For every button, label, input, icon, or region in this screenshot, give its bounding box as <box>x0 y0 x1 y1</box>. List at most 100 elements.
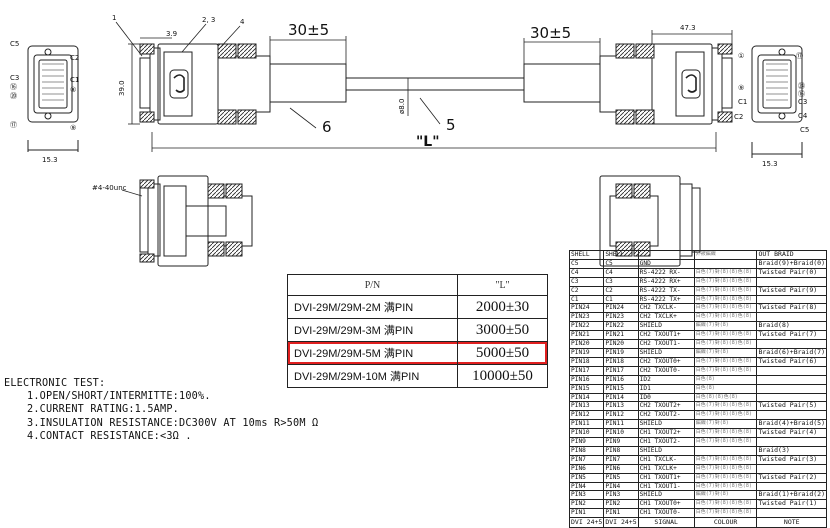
pin-table-cell: PIN1 <box>603 508 639 519</box>
pin-table-cell: CH1 TXOUT2+ <box>637 428 695 439</box>
left-p17-label: ⑰ <box>10 121 17 129</box>
pin-table-cell: PIN12 <box>568 410 605 421</box>
pin-table-cell <box>756 481 827 492</box>
pin-table-cell: Braid(6)+Braid(7) <box>756 347 827 358</box>
pin-table-cell: ID1 <box>637 383 695 394</box>
dim-30-right: 30±5 <box>530 24 571 42</box>
pin-table-cell: Twisted Pair(0) <box>756 267 827 278</box>
pin-table-cell: PIN13 <box>568 401 605 412</box>
pin-table-cell: 編織(7)對(8) <box>693 419 758 430</box>
pin-table-cell: PIN24 <box>603 303 639 314</box>
right-p24-label: ㉔ <box>798 82 805 90</box>
pin-table-cell: 白色(7)對(8)(8)色(8) <box>693 472 758 483</box>
pin-table-cell: PIN11 <box>603 419 639 430</box>
length-cell: 2000±30 <box>457 295 548 319</box>
pn-row: DVI-29M/29M-10M 满PIN 10000±50 <box>287 364 548 388</box>
callout-6: 6 <box>322 118 332 136</box>
pin-table-cell: 白色(7)對(8)(8)色(8) <box>693 267 758 278</box>
pin-table-cell <box>756 437 827 447</box>
pin-table-cell: PIN24 <box>568 303 605 314</box>
pin-table-cell: SHIELD <box>637 347 695 358</box>
pin-table-cell <box>756 339 827 349</box>
right-p16-label: ⑯ <box>798 90 805 98</box>
pin-table-cell <box>756 463 827 474</box>
pin-table-cell: PIN6 <box>568 463 605 474</box>
pin-table-cell: PIN8 <box>568 445 605 456</box>
pn-cell: DVI-29M/29M-10M 满PIN <box>287 364 458 388</box>
left-face-width: 15.3 <box>42 156 58 164</box>
length-label: "L" <box>416 134 440 150</box>
pin-table-cell: PIN20 <box>568 339 605 349</box>
pin-table-cell: PIN9 <box>568 437 605 447</box>
pin-table-cell: CH2 TXOUT2+ <box>637 401 695 412</box>
pin-table-cell <box>693 258 758 269</box>
pin-table-cell: PIN7 <box>568 454 605 465</box>
pin-table-cell <box>756 410 827 421</box>
pin-table-cell: CH1 TXCLK+ <box>637 463 695 474</box>
pin-table-cell: C2 <box>603 285 639 296</box>
pin-table-cell: C4 <box>603 267 639 278</box>
pin-table-cell: 白色(7)對(8)(8)色(8) <box>693 303 758 314</box>
pin-table-cell: Braid(4)+Braid(5) <box>756 419 827 430</box>
pin-table-cell: PIN4 <box>568 481 605 492</box>
right-p9-label: ⑨ <box>738 84 744 92</box>
pin-table-cell: PIN8 <box>603 445 639 456</box>
pin-table-cell: PIN3 <box>603 490 639 501</box>
pin-table-cell: PIN11 <box>568 419 605 430</box>
pin-table-cell: PIN22 <box>568 321 605 332</box>
pin-table-cell: C4 <box>568 267 605 278</box>
length-cell: 5000±50 <box>457 341 548 365</box>
electronic-test-item: 2.CURRENT RATING:1.5AMP. <box>27 404 180 416</box>
pin-table-cell: CH1 TXOUT2- <box>637 437 695 447</box>
right-c3-label: C3 <box>798 98 807 106</box>
pin-table-cell: PIN5 <box>603 472 639 483</box>
pin-table-cell: 白色(7)對(8)(8)色(8) <box>693 499 758 510</box>
pin-table-cell <box>756 312 827 323</box>
pin-table-cell: ID0 <box>637 392 695 403</box>
left-p9-label: ⑨ <box>70 124 76 132</box>
pin-table-cell: 白色(7)對(8)(8)色(8) <box>693 428 758 439</box>
pn-header: P/N <box>287 274 458 296</box>
pin-table-cell: 編織(7)對(8) <box>693 347 758 358</box>
pin-table-cell <box>756 294 827 305</box>
pin-table-cell: Braid(8) <box>756 321 827 332</box>
pin-table-cell <box>756 276 827 287</box>
pn-row: DVI-29M/29M-2M 满PIN 2000±30 <box>287 295 548 319</box>
pin-table-cell: 白色(7)對(8)(8)色(8) <box>693 437 758 447</box>
pin-table-cell: CH1 TXCLK- <box>637 454 695 465</box>
pin-table-cell: 編織(7)對(8) <box>693 321 758 332</box>
pin-table-cell: PIN4 <box>603 481 639 492</box>
pin-table-cell: PIN19 <box>568 347 605 358</box>
pin-table-cell: PIN7 <box>603 454 639 465</box>
pin-table-cell: PIN12 <box>603 410 639 421</box>
dim-30-left: 30±5 <box>288 21 329 39</box>
pin-table-cell: PIN14 <box>568 392 605 403</box>
pn-row: DVI-29M/29M-3M 满PIN 3000±50 <box>287 318 548 342</box>
callout-1: 1 <box>112 14 116 22</box>
pin-table-cell: PIN18 <box>603 356 639 367</box>
pin-table-cell: CH2 TXOUT1- <box>637 339 695 349</box>
right-c2-label: C2 <box>734 113 743 121</box>
pin-table-cell: CH2 TXOUT0+ <box>637 356 695 367</box>
pin-table-cell <box>756 392 827 403</box>
pin-table-cell: 白色(7)對(8)(8)色(8) <box>693 294 758 305</box>
pin-table-cell: C3 <box>603 276 639 287</box>
right-p17-label: ⑰ <box>796 52 803 60</box>
right-connector-top <box>523 43 733 125</box>
pin-table-cell: ID2 <box>637 374 695 385</box>
pin-table-cell: PIN6 <box>603 463 639 474</box>
left-p16-label: ⑯ <box>10 83 17 91</box>
pin-table-cell: 白色(7)對(8)(8)色(8) <box>693 312 758 323</box>
